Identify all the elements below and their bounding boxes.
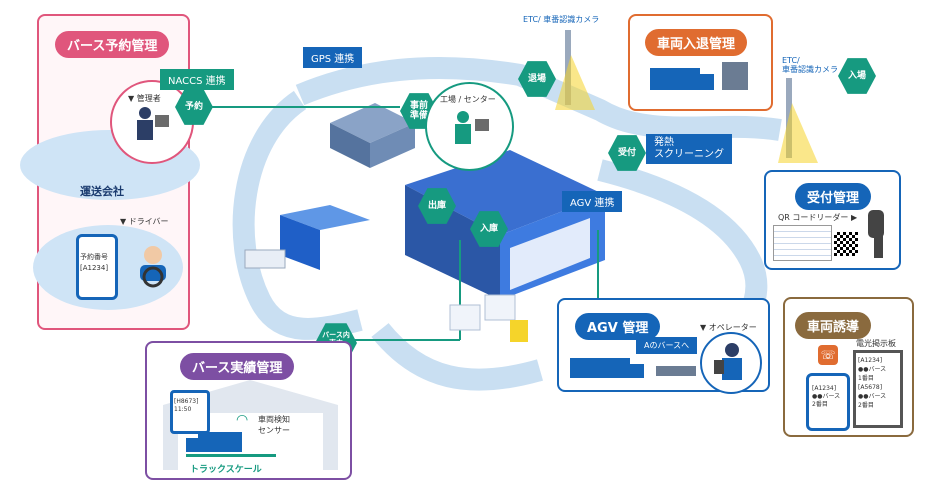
call-icon: ☏ <box>818 345 838 365</box>
guide-phone-lines: [A1234] ●●バース 2番目 <box>812 385 841 408</box>
wifi-icon: ◠ <box>236 412 249 428</box>
barcode-scanner-icon <box>868 210 884 258</box>
board-lines: [A1234] ●●バース 1番目 [A5678] ●●バース 2番目 <box>858 357 887 409</box>
agv-bubble: Aのバースへ <box>636 337 698 354</box>
operator-label: ▼ オペレーター <box>700 323 757 332</box>
manager-person-icon <box>137 107 169 140</box>
vehicle-io-title: 車両入退管理 <box>645 29 748 56</box>
operator-person-icon <box>714 343 742 380</box>
record-tablet-icon <box>170 390 210 434</box>
board-label: 電光掲示板 <box>856 339 896 348</box>
etc-right-camera <box>778 78 818 163</box>
agv-truck-icon <box>570 358 696 378</box>
board-icon <box>853 350 903 428</box>
pallet-area-icon <box>449 294 528 342</box>
naccs-tag: NACCS 連携 <box>160 69 234 90</box>
truck-scale-label: トラックスケール <box>190 465 262 475</box>
agv-mgmt-title: AGV 管理 <box>575 313 661 340</box>
driver-label: ▼ ドライバー <box>120 217 169 226</box>
center-building-icon <box>330 103 415 168</box>
scale-truck-icon <box>186 432 276 457</box>
receiving-hex[interactable]: 入庫 <box>470 211 508 247</box>
vehicle-sensor-label: 車両検知 センサー <box>258 415 290 435</box>
berth-record-title: バース実績管理 <box>180 353 295 380</box>
gps-tag: GPS 連携 <box>303 47 363 68</box>
etc-top-camera <box>555 30 595 110</box>
factory-label: 工場 / センター <box>440 95 496 104</box>
berth-reservation-title: バース予約管理 <box>55 31 170 58</box>
factory-worker-icon <box>455 111 489 144</box>
driver-person-icon <box>140 246 166 288</box>
etc-right-label: ETC/ 車番認識カメラ <box>782 56 838 74</box>
fever-tag: 発熱 スクリーニング <box>646 134 732 164</box>
loading-dock-icon <box>244 205 370 270</box>
reception-mgmt-title: 受付管理 <box>795 183 872 210</box>
etc-top-label: ETC/ 車番認識カメラ <box>523 15 600 24</box>
reception-screen-icon <box>773 225 832 261</box>
phone-icon <box>76 234 118 300</box>
agv-tag: AGV 連携 <box>562 191 623 212</box>
company-label: 運送会社 <box>80 185 124 198</box>
shipping-hex[interactable]: 出庫 <box>418 188 456 224</box>
qr-reader-label: QR コードリーダー ▶ <box>778 213 858 222</box>
vehicle-guide-title: 車両誘導 <box>795 312 872 339</box>
record-tablet-text: [H8673] 11:50 <box>174 398 199 413</box>
qr-code-icon <box>834 232 858 256</box>
guide-phone-icon <box>806 373 850 431</box>
phone-value: [A1234] <box>80 264 109 272</box>
vehicle-io-truck-icon <box>650 62 748 90</box>
manager-label: ▼ 管理者 <box>128 94 161 103</box>
phone-label: 予約番号 <box>80 253 108 261</box>
